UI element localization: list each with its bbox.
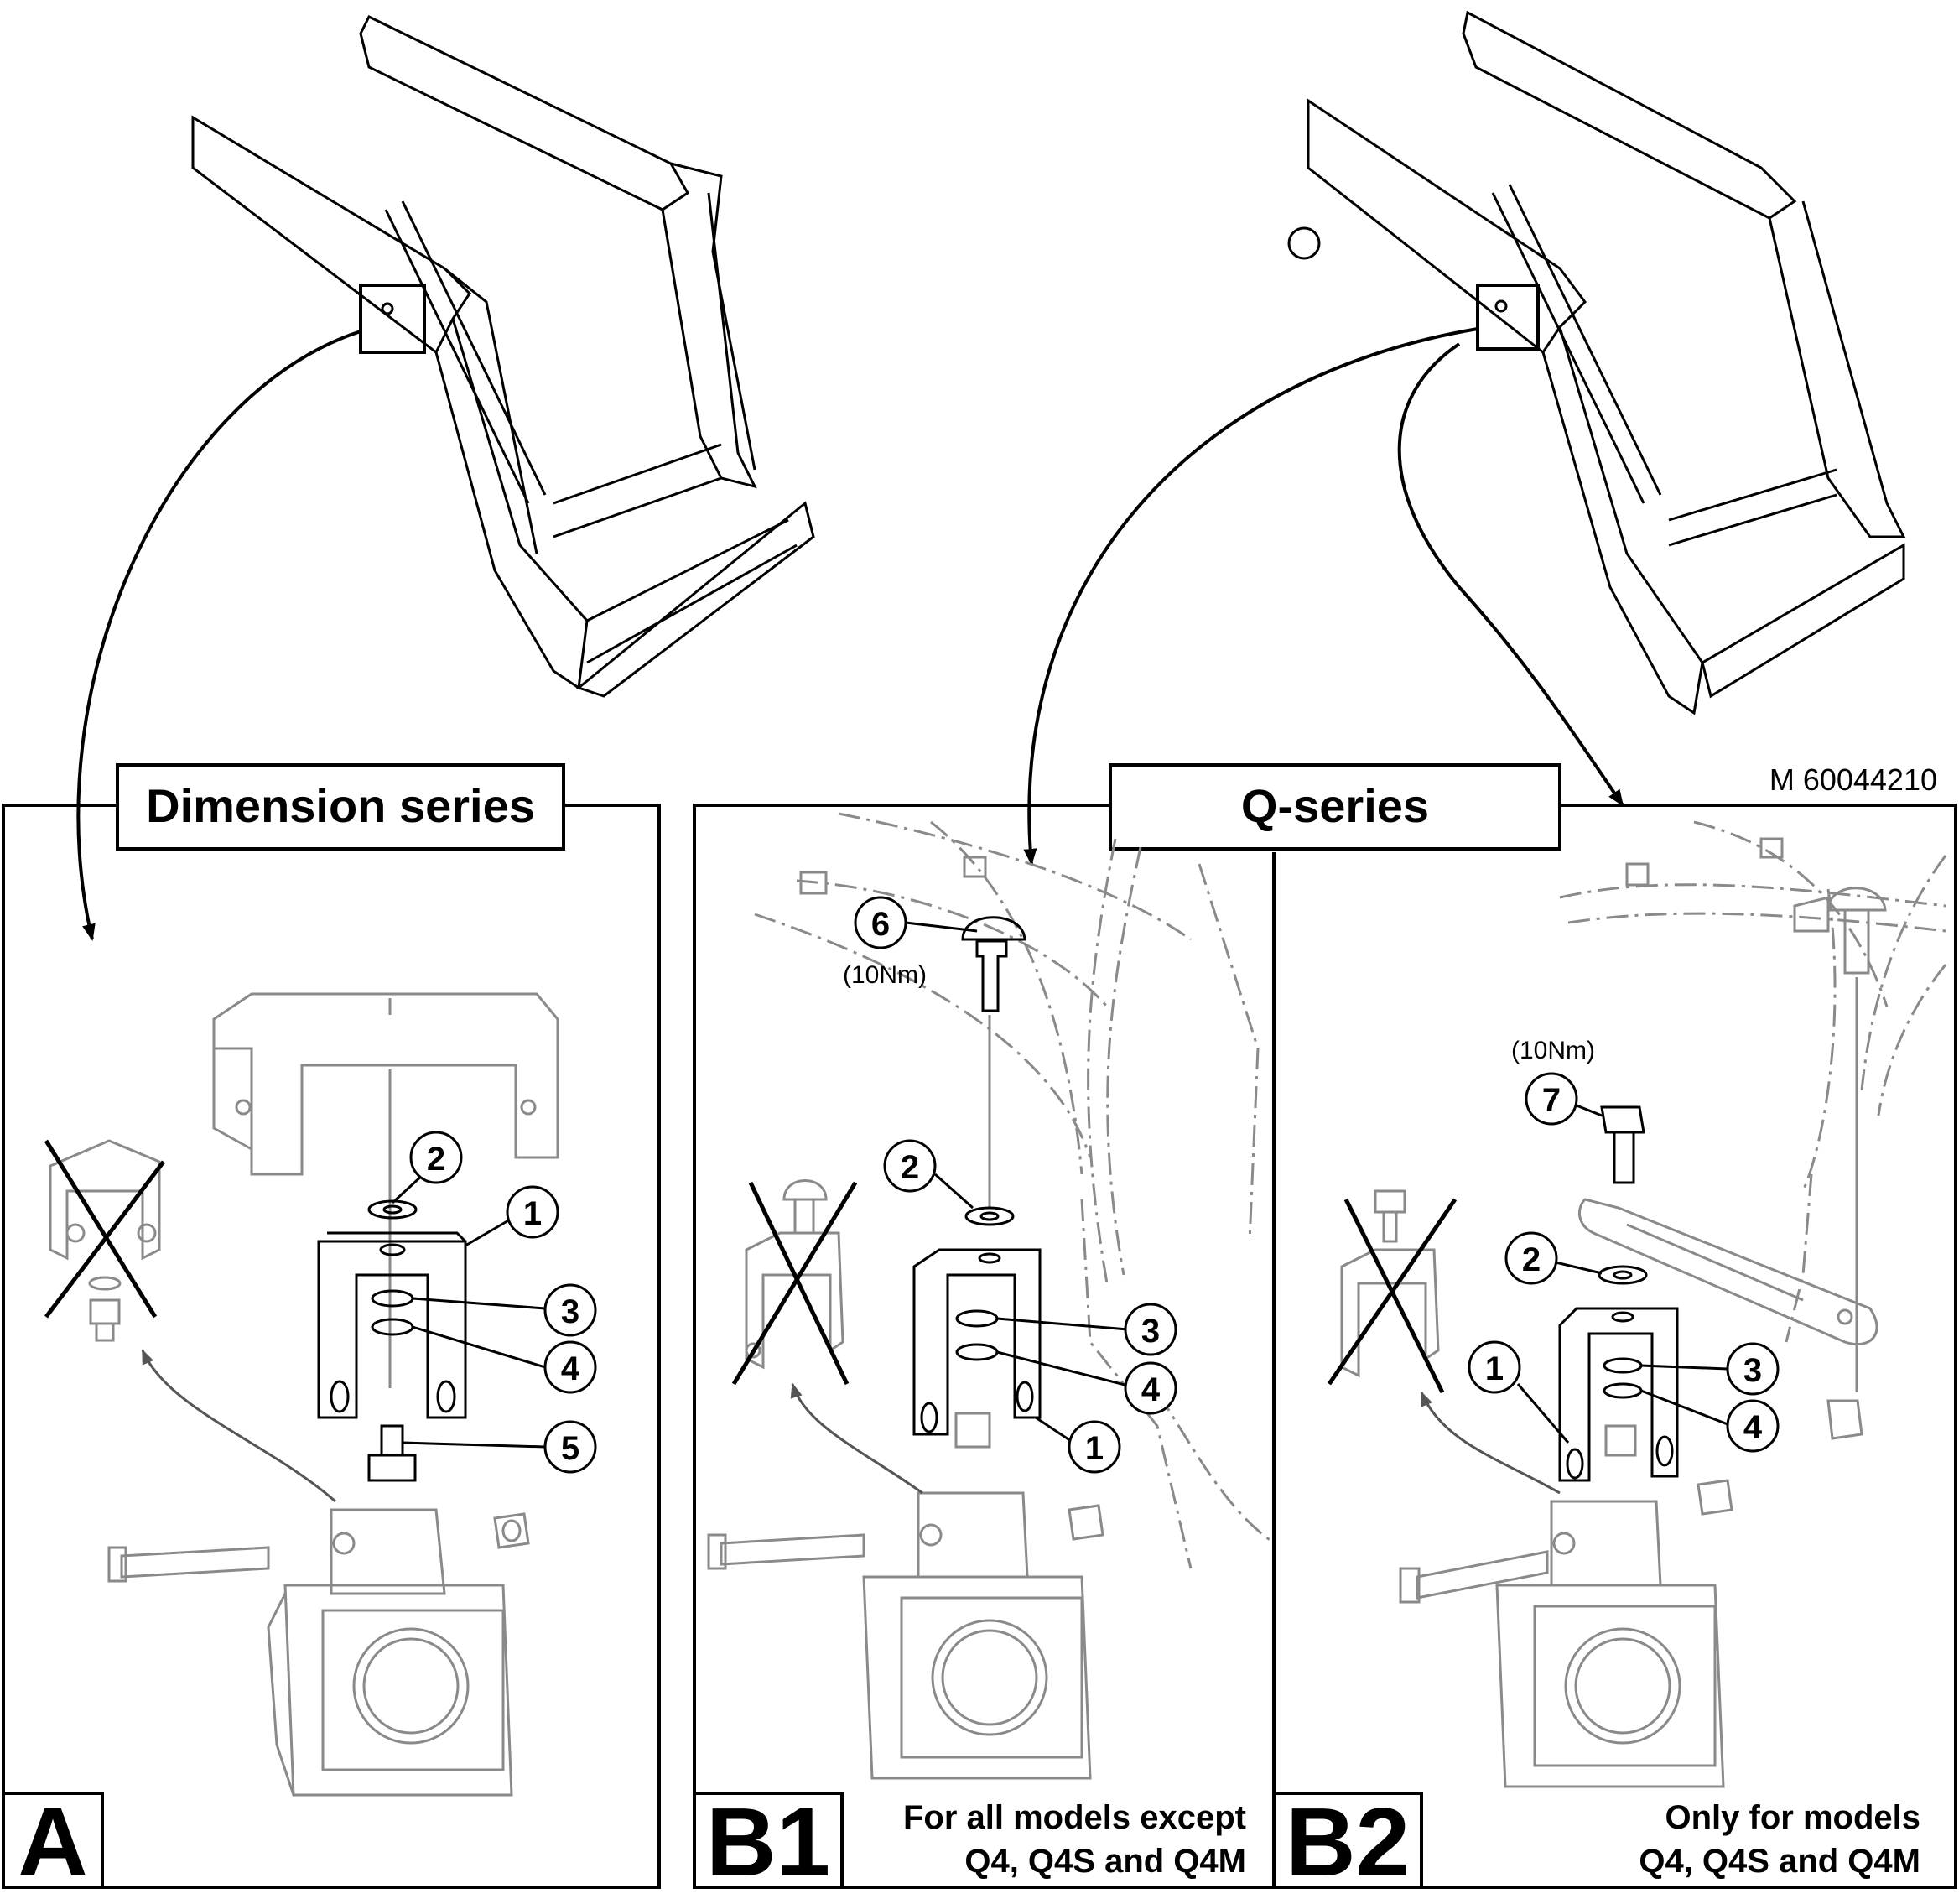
arrow-to-panel-b1 xyxy=(1023,327,1478,866)
callout-b2-3: 3 xyxy=(1726,1342,1780,1396)
svg-text:4: 4 xyxy=(561,1350,580,1387)
svg-text:A: A xyxy=(18,1787,88,1896)
panel-b1-drawing xyxy=(707,812,1276,1780)
panel-b1-callouts: 6 (10Nm) 2 3 4 1 xyxy=(843,896,1177,1474)
svg-text:3: 3 xyxy=(1141,1313,1160,1350)
callout-b1-3: 3 xyxy=(1124,1303,1177,1356)
callout-a-4: 4 xyxy=(543,1340,597,1394)
remove-cross-a-1 xyxy=(44,1139,158,1319)
svg-text:1: 1 xyxy=(1485,1350,1504,1387)
svg-text:7: 7 xyxy=(1542,1082,1561,1119)
callout-b2-4: 4 xyxy=(1726,1399,1780,1453)
dimension-series-title: Dimension series xyxy=(146,779,535,832)
callout-a-3: 3 xyxy=(543,1283,597,1337)
remove-cross-b2-1 xyxy=(1343,1198,1445,1394)
remove-cross-b2-2 xyxy=(1327,1198,1458,1386)
svg-text:4: 4 xyxy=(1141,1371,1161,1408)
dimension-series-title-box: Dimension series xyxy=(116,763,565,851)
svg-text:3: 3 xyxy=(1743,1352,1762,1389)
callout-a-1: 1 xyxy=(506,1185,559,1239)
callout-b2-7: 7 xyxy=(1525,1072,1578,1126)
svg-text:4: 4 xyxy=(1743,1409,1763,1446)
q-series-title-box: Q-series xyxy=(1109,763,1561,851)
torque-label-b1: (10Nm) xyxy=(843,961,927,989)
callout-b2-2: 2 xyxy=(1504,1231,1558,1285)
detail-box-left xyxy=(359,284,426,354)
remove-cross-b1-1 xyxy=(748,1181,850,1386)
panel-a-callouts: 2 1 3 4 5 xyxy=(391,1131,597,1474)
callout-a-5: 5 xyxy=(543,1420,597,1474)
panel-b1-note-line2: Q4, Q4S and Q4M xyxy=(964,1843,1246,1880)
callout-b1-6: 6 xyxy=(854,896,907,949)
callout-b2-1: 1 xyxy=(1468,1340,1521,1394)
reference-code: M 60044210 xyxy=(1769,762,1937,797)
callout-b1-2: 2 xyxy=(883,1139,937,1193)
panel-b2-note-line2: Q4, Q4S and Q4M xyxy=(1639,1843,1920,1880)
detail-box-right xyxy=(1476,284,1540,351)
remove-cross-a-2 xyxy=(44,1160,165,1319)
svg-text:1: 1 xyxy=(523,1195,542,1232)
callout-a-2: 2 xyxy=(409,1131,463,1184)
svg-text:1: 1 xyxy=(1085,1430,1104,1467)
arrow-to-panel-b2 xyxy=(1397,342,1624,807)
panel-b2-note-line1: Only for models xyxy=(1665,1799,1921,1836)
panel-b1-letter-box: B1 xyxy=(693,1787,844,1896)
callout-b1-1: 1 xyxy=(1068,1420,1121,1474)
panel-b2-letter-box: B2 xyxy=(1272,1787,1423,1896)
front-loader-right-illustration xyxy=(1287,10,1906,715)
panel-b1-note-line1: For all models except xyxy=(903,1799,1246,1836)
q-series-title: Q-series xyxy=(1241,779,1429,832)
front-loader-left-illustration xyxy=(191,15,815,698)
remove-cross-b1-2 xyxy=(731,1181,858,1386)
svg-text:2: 2 xyxy=(901,1149,919,1186)
svg-text:2: 2 xyxy=(1522,1241,1541,1278)
svg-text:B2: B2 xyxy=(1286,1787,1410,1896)
svg-text:B1: B1 xyxy=(706,1787,830,1896)
svg-text:5: 5 xyxy=(561,1430,579,1467)
arrow-to-panel-a xyxy=(76,330,361,941)
panel-a-letter-box: A xyxy=(2,1787,104,1896)
panel-a-drawing xyxy=(44,992,559,1797)
panel-b2-drawing xyxy=(1327,820,1947,1788)
panel-b2-callouts: (10Nm) 7 2 1 3 4 xyxy=(1468,1037,1780,1453)
svg-text:3: 3 xyxy=(561,1293,579,1330)
callout-b1-4: 4 xyxy=(1124,1361,1177,1415)
torque-label-b2: (10Nm) xyxy=(1511,1037,1595,1064)
svg-text:6: 6 xyxy=(871,906,890,943)
svg-text:2: 2 xyxy=(427,1141,445,1178)
